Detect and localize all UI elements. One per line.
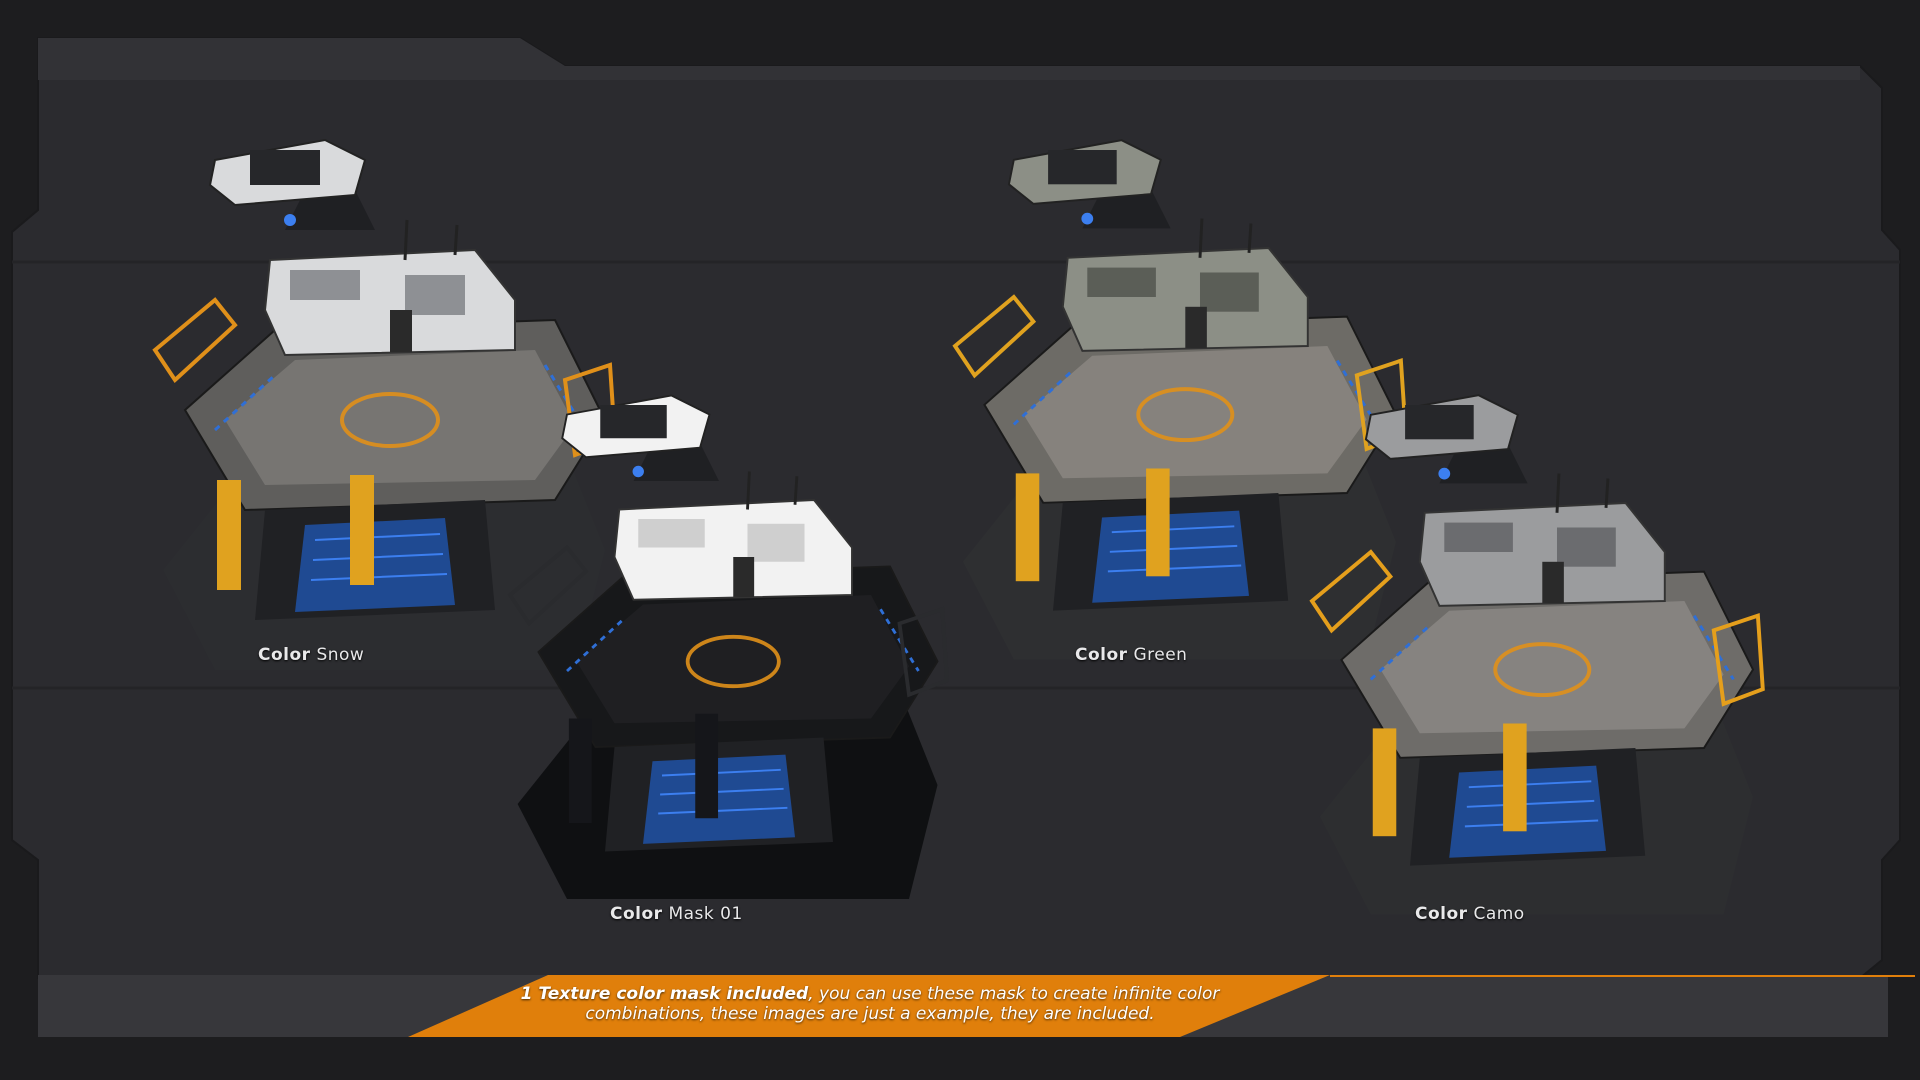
footer-note: 1 Texture color mask included, you can u… [520,984,1220,1024]
footer-line1: , you can use these mask to create infin… [808,984,1220,1004]
military-base-green-icon [952,139,1408,660]
label-camo: Color Camo [1415,904,1525,924]
military-base-mask-icon [507,394,949,899]
footer-highlight: 1 Texture color mask included [520,984,809,1004]
military-base-camo-icon [1309,394,1765,915]
footer-line2: combinations, these images are just a ex… [585,1004,1155,1024]
label-green: Color Green [1075,645,1188,665]
label-snow: Color Snow [258,645,365,665]
military-base-snow-icon [152,138,618,670]
label-mask: Color Mask 01 [610,904,743,924]
